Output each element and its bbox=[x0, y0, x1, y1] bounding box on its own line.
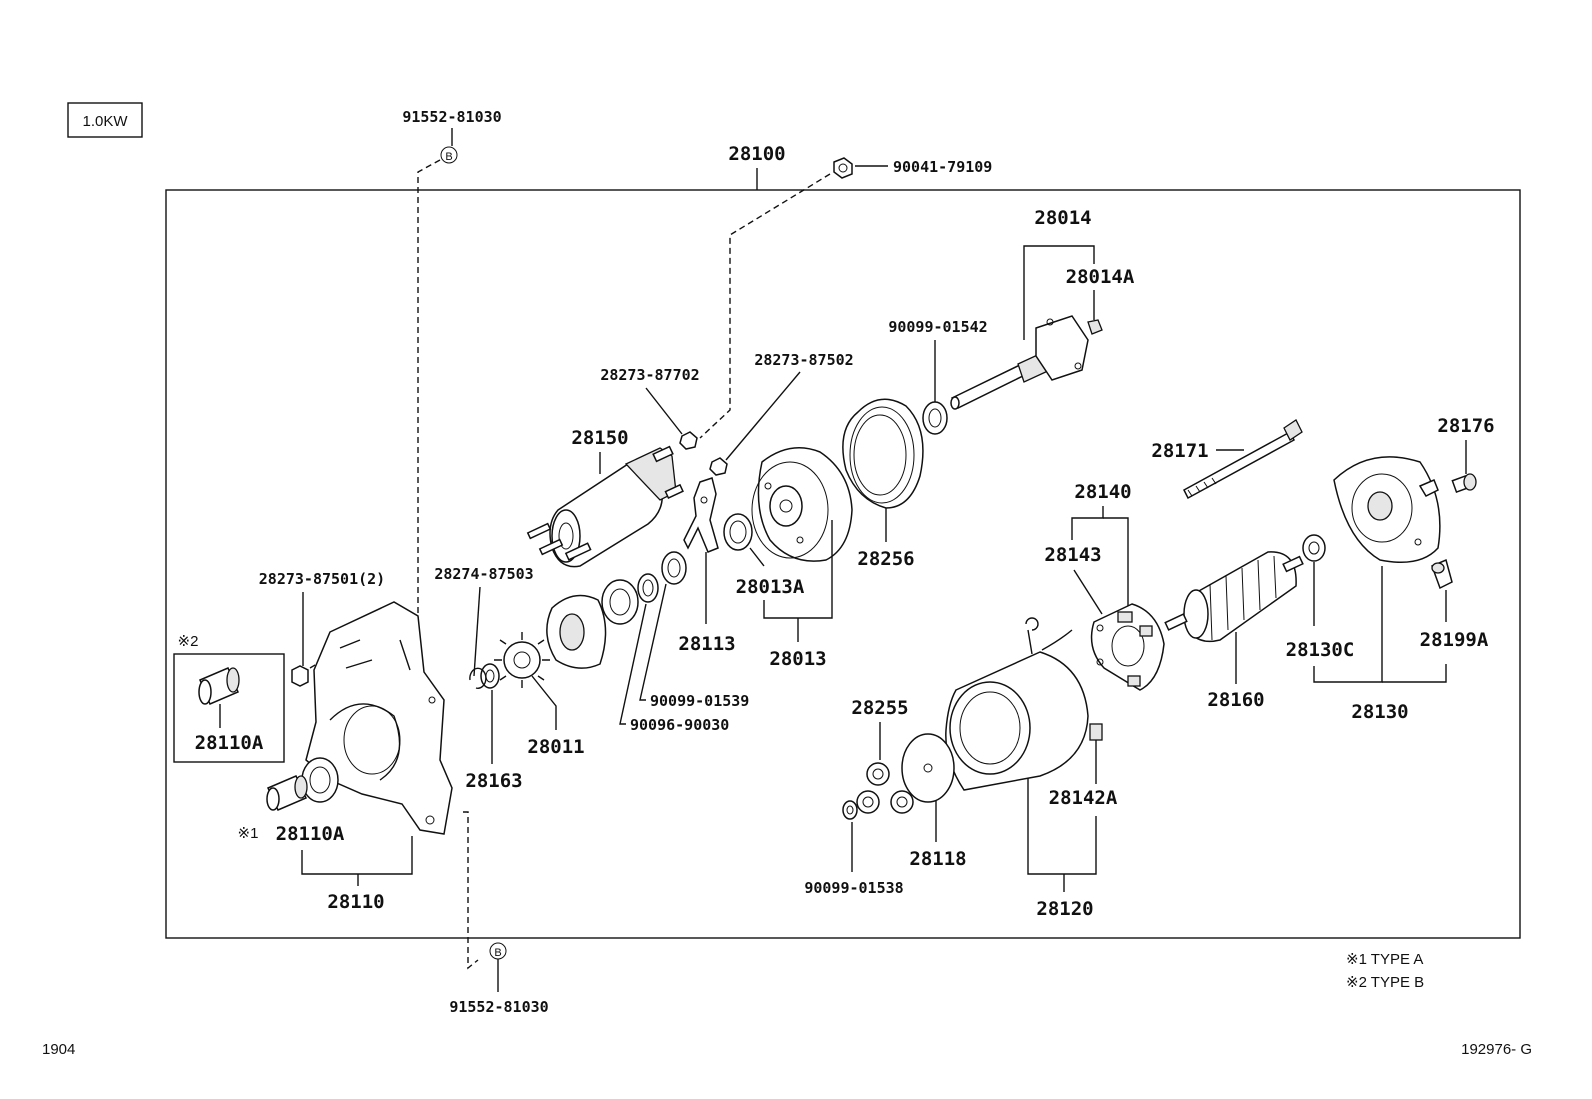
callout-28130C: 28130C bbox=[1286, 639, 1355, 661]
ref-b-top-circle bbox=[440, 146, 458, 164]
solenoid-28150 bbox=[526, 445, 684, 568]
assembly-frame bbox=[165, 189, 1521, 939]
spec-box: 1.0KW bbox=[67, 102, 143, 138]
ref-b-bot: B bbox=[494, 947, 501, 959]
footer-right-code: 192976- G bbox=[1461, 1041, 1532, 1058]
lever-28113 bbox=[683, 477, 719, 553]
callout-28113: 28113 bbox=[678, 633, 735, 655]
callout-28013: 28013 bbox=[769, 648, 826, 670]
callout-28130: 28130 bbox=[1351, 701, 1408, 723]
shaft-28014 bbox=[950, 315, 1103, 410]
type-b-box bbox=[173, 653, 285, 763]
washer-90099-01538 bbox=[842, 800, 858, 820]
callout-28014: 28014 bbox=[1034, 207, 1091, 229]
callout-28013A: 28013A bbox=[736, 576, 805, 598]
armature-28160 bbox=[1164, 551, 1304, 643]
callout-28171: 28171 bbox=[1151, 440, 1208, 462]
callout-91552-81030-bot: 91552-81030 bbox=[449, 998, 548, 1016]
note-2-mark: ※2 bbox=[178, 633, 199, 650]
clip-28274-87503 bbox=[469, 667, 487, 689]
end-cover-28130 bbox=[1333, 456, 1441, 563]
callout-28256: 28256 bbox=[857, 548, 914, 570]
callout-90041-79109: 90041-79109 bbox=[893, 158, 992, 176]
callout-28199A: 28199A bbox=[1420, 629, 1489, 651]
callout-28143: 28143 bbox=[1044, 544, 1101, 566]
nut-90041 bbox=[833, 157, 853, 179]
ring-gear-28256 bbox=[842, 398, 924, 509]
callout-28142A: 28142A bbox=[1049, 787, 1118, 809]
callout-28110A: 28110A bbox=[276, 823, 345, 845]
washer-90099-01539 bbox=[661, 551, 687, 585]
planetary-carrier-28013 bbox=[751, 447, 853, 562]
callout-90096-90030: 90096-90030 bbox=[630, 716, 729, 734]
bearing-28013A bbox=[723, 513, 753, 551]
bushing-28110A-type-b bbox=[198, 667, 240, 705]
callout-28273-87502: 28273-87502 bbox=[754, 351, 853, 369]
callout-28274-87503: 28274-87503 bbox=[434, 565, 533, 583]
callout-91552-81030-top: 91552-81030 bbox=[402, 108, 501, 126]
through-bolt-28171 bbox=[1183, 419, 1303, 500]
callout-28118: 28118 bbox=[909, 848, 966, 870]
legend-type-a: ※1 TYPE A bbox=[1346, 951, 1423, 968]
callout-28014A: 28014A bbox=[1066, 266, 1135, 288]
bushing-28110A-type-a bbox=[266, 775, 308, 811]
collar-28011-set bbox=[546, 579, 639, 669]
planet-gears-28255 bbox=[856, 762, 914, 814]
clip-90096-90030 bbox=[637, 573, 659, 603]
washer-90099-01542 bbox=[922, 401, 948, 435]
pinion-gear-28011 bbox=[494, 632, 550, 688]
bushing-28130C bbox=[1302, 534, 1326, 562]
callout-90099-01539: 90099-01539 bbox=[650, 692, 749, 710]
ref-b-top: B bbox=[445, 151, 452, 163]
brush-holder-28143 bbox=[1090, 603, 1165, 691]
nut-28273-87702 bbox=[679, 431, 698, 450]
callout-28160: 28160 bbox=[1207, 689, 1264, 711]
callout-28176: 28176 bbox=[1437, 415, 1494, 437]
nut-28273-87502 bbox=[709, 457, 728, 476]
callout-28100: 28100 bbox=[728, 143, 785, 165]
callout-28255: 28255 bbox=[851, 697, 908, 719]
housing-28110 bbox=[301, 601, 453, 835]
callout-28110: 28110 bbox=[327, 891, 384, 913]
callout-28140: 28140 bbox=[1074, 481, 1131, 503]
callout-28120: 28120 bbox=[1036, 898, 1093, 920]
callout-28273-87501: 28273-87501(2) bbox=[259, 570, 385, 588]
nut-28273-87501 bbox=[291, 665, 309, 687]
callout-90099-01542: 90099-01542 bbox=[888, 318, 987, 336]
callout-90099-01538: 90099-01538 bbox=[804, 879, 903, 897]
spec-box-label: 1.0KW bbox=[82, 113, 128, 130]
legend-type-b: ※2 TYPE B bbox=[1346, 974, 1424, 991]
note-1-mark: ※1 bbox=[238, 825, 259, 842]
callout-28011: 28011 bbox=[527, 736, 584, 758]
screw-28176 bbox=[1451, 473, 1477, 493]
grommet-28199A bbox=[1431, 558, 1453, 590]
callout-28273-87702: 28273-87702 bbox=[600, 366, 699, 384]
callout-28163: 28163 bbox=[465, 770, 522, 792]
callout-28150: 28150 bbox=[571, 427, 628, 449]
field-yoke-28120 bbox=[945, 617, 1103, 791]
footer-left-code: 1904 bbox=[42, 1041, 75, 1058]
callout-28110A-box: 28110A bbox=[195, 732, 264, 754]
plate-28118 bbox=[901, 733, 955, 803]
